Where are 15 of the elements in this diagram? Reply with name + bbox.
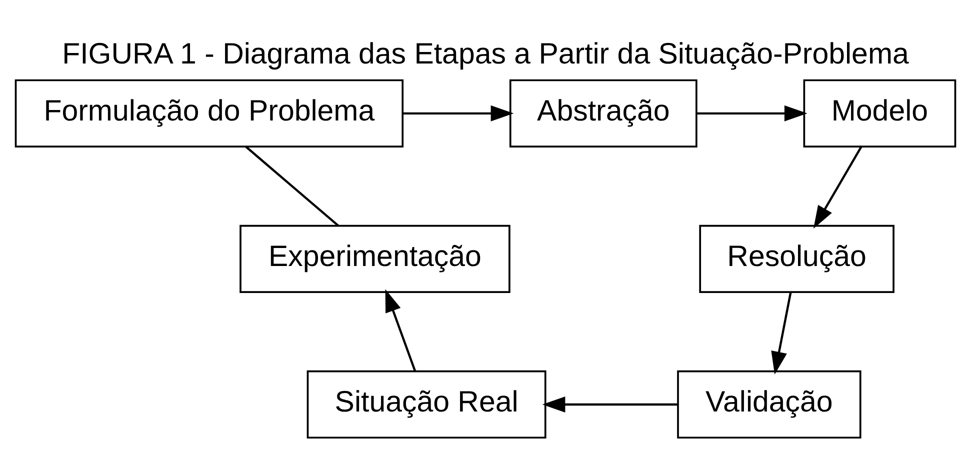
arrow xyxy=(542,396,678,412)
arrow xyxy=(771,292,792,374)
node-box: Formulação do Problema xyxy=(14,78,404,147)
node-box: Validação xyxy=(677,370,862,438)
node-box: Modelo xyxy=(803,78,956,147)
node-box: Abstração xyxy=(509,78,698,147)
connector xyxy=(245,145,339,226)
node-box: Experimentação xyxy=(240,224,510,293)
arrow xyxy=(403,104,514,121)
arrow xyxy=(696,104,808,121)
node-box: Situação Real xyxy=(306,370,546,438)
arrow xyxy=(385,288,416,372)
node-box: Resolução xyxy=(699,224,894,293)
arrow xyxy=(813,146,862,228)
diagram-title: FIGURA 1 - Diagrama das Etapas a Partir da Situação-Problema xyxy=(62,36,909,70)
